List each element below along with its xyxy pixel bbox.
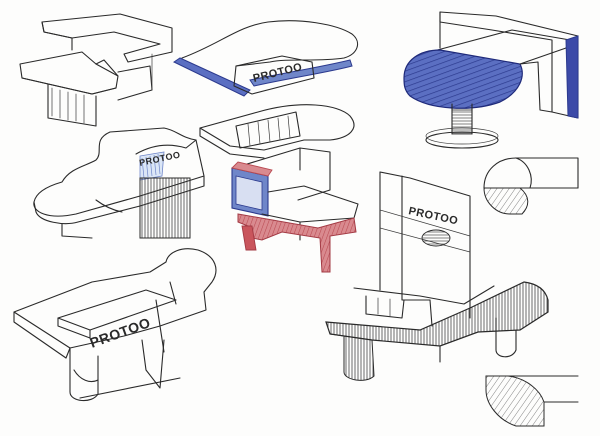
sketch-red-blue-desk	[231, 147, 359, 273]
sketch-long-desk-bottom-left: PROTOO	[13, 248, 217, 402]
sketch-sign-tower-curved-desk: PROTOO	[325, 171, 549, 381]
sketch-wave-desk-middle-left: PROTOO	[33, 127, 205, 239]
sketch-blue-round-table	[403, 11, 579, 149]
sketch-round-blocks-right	[483, 157, 579, 427]
sketch-curved-counter-center	[199, 104, 355, 159]
sign-text-tower: PROTOO	[407, 205, 459, 227]
sketch-blue-reception-desk: PROTOO	[172, 20, 359, 97]
sketch-l-desk-top-left	[19, 13, 173, 127]
